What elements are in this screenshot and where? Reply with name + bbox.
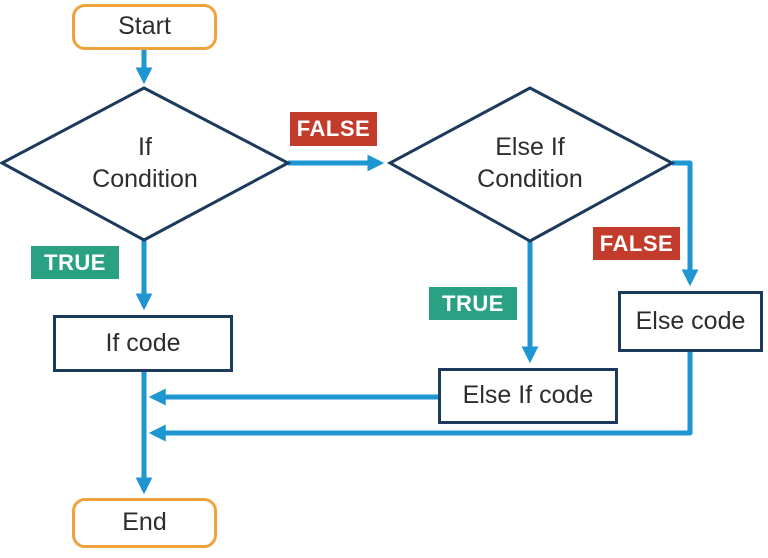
else-code-node: Else code — [618, 291, 763, 352]
true-badge-middle-label: TRUE — [442, 290, 504, 316]
edge-else-code-to-main-line — [148, 352, 693, 442]
end-node: End — [72, 498, 217, 548]
if-condition-node: If Condition — [45, 128, 245, 198]
false-badge-right-label: FALSE — [599, 230, 674, 256]
start-node: Start — [72, 4, 217, 50]
edge-else-if-false-to-else-code — [672, 160, 699, 287]
if-condition-diamond — [0, 86, 292, 242]
false-badge-top: FALSE — [290, 112, 377, 146]
else-if-code-node: Else If code — [438, 368, 618, 424]
else-if-code-label: Else If code — [462, 381, 594, 410]
false-badge-right: FALSE — [593, 227, 680, 260]
if-condition-label: If Condition — [92, 132, 198, 194]
else-if-condition-node: Else If Condition — [430, 128, 630, 198]
false-badge-top-label: FALSE — [296, 116, 371, 141]
true-badge-left-label: TRUE — [44, 249, 106, 275]
else-code-label: Else code — [635, 306, 746, 335]
else-if-condition-label: Else If Condition — [477, 132, 583, 194]
if-code-label: If code — [105, 328, 181, 357]
start-label: Start — [118, 12, 171, 41]
else-if-condition-diamond — [386, 86, 676, 243]
end-label: End — [122, 508, 167, 537]
if-code-node: If code — [53, 315, 233, 372]
true-badge-middle: TRUE — [429, 287, 517, 320]
true-badge-left: TRUE — [31, 246, 119, 279]
